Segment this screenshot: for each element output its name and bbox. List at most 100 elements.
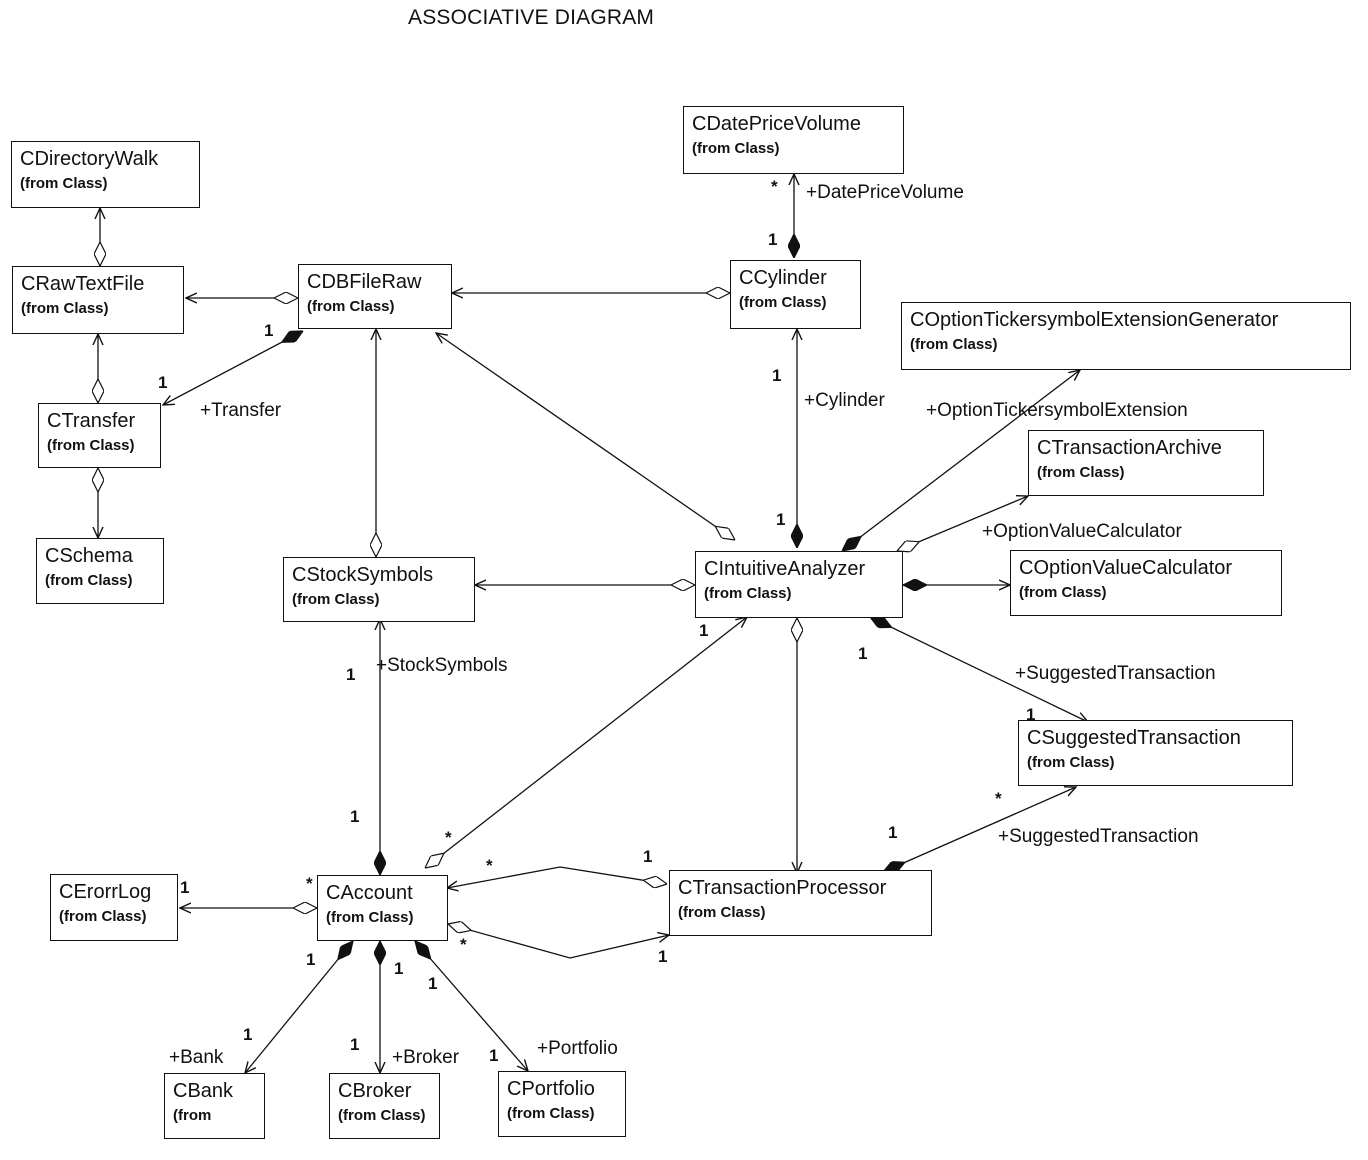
mult-account-tp-many: * [460,935,467,954]
class-stereotype: (from Class) [1037,464,1125,481]
class-name: CErorrLog [59,881,152,903]
role-broker: +Broker [392,1047,460,1068]
mult-intuitive-left-one: 1 [699,621,708,640]
role-suggested-a: +SuggestedTransaction [1015,663,1216,684]
class-cstocksymbols: CStockSymbols (from Class) [283,557,475,622]
mult-account-many-a: * [445,828,452,847]
class-name: COptionValueCalculator [1019,557,1233,579]
class-stereotype: (from Class) [20,175,108,192]
class-ccylinder: CCylinder (from Class) [730,260,861,329]
class-stereotype: (from Class) [1027,754,1115,771]
link-account-transproc [448,924,669,959]
class-name: CDirectoryWalk [20,148,159,170]
class-stereotype: (from Class) [47,437,135,454]
class-name: CIntuitiveAnalyzer [704,558,866,580]
link-intuitive-dbfileraw [436,333,735,540]
link-dbfileraw-transfer [163,331,303,405]
role-transfer: +Transfer [200,400,282,421]
class-csuggestedtransaction: CSuggestedTransaction (from Class) [1018,720,1293,786]
mult-transproc-one-top: 1 [888,823,897,842]
mult-transproc-one-left: 1 [643,847,652,866]
link-transproc-account [447,866,667,888]
class-name: CCylinder [739,267,827,289]
class-cbank: CBank (from [164,1073,265,1139]
class-ctransactionarchive: CTransactionArchive (from Class) [1028,430,1264,496]
mult-account-errorlog-many: * [306,874,313,893]
class-name: CStockSymbols [292,564,434,586]
class-cdatepricevolume: CDatePriceVolume (from Class) [683,106,904,174]
class-cbroker: CBroker (from Class) [329,1073,440,1139]
mult-account-many-b: * [486,856,493,875]
role-cylinder: +Cylinder [804,390,885,411]
mult-account-ss-one: 1 [350,807,359,826]
class-name: CAccount [326,882,413,904]
role-portfolio: +Portfolio [537,1038,618,1059]
role-suggested-b: +SuggestedTransaction [998,826,1199,847]
mult-cylinder-one: 1 [768,230,777,249]
class-cintuitiveanalyzer: CIntuitiveAnalyzer (from Class) [695,551,903,618]
class-caccount: CAccount (from Class) [317,875,448,941]
class-cdirectorywalk: CDirectoryWalk (from Class) [11,141,200,208]
role-bank: +Bank [169,1047,224,1068]
class-cschema: CSchema (from Class) [36,538,164,604]
class-name: CTransactionArchive [1037,437,1222,459]
class-name: COptionTickersymbolExtensionGenerator [910,309,1279,331]
class-stereotype: (from Class) [678,904,766,921]
class-stereotype: (from Class) [1019,584,1107,601]
link-intuitive-transarchive [897,496,1028,551]
class-ctransactionprocessor: CTransactionProcessor (from Class) [669,870,932,936]
class-coptiontickersymbolextensiongenerator: COptionTickersymbolExtensionGenerator (f… [901,302,1351,370]
class-name: CSuggestedTransaction [1027,727,1241,749]
class-name: CRawTextFile [21,273,145,295]
mult-portfolio-one: 1 [489,1046,498,1065]
class-stereotype: (from Class) [59,908,147,925]
mult-transfer-one: 1 [158,373,167,392]
class-cportfolio: CPortfolio (from Class) [498,1071,626,1137]
link-account-intuitive [425,617,747,868]
link-intuitive-suggested [870,617,1088,722]
class-cdbfileraw: CDBFileRaw (from Class) [298,264,452,329]
class-stereotype: (from Class) [692,140,780,157]
mult-cylinder-end-one: 1 [772,366,781,385]
class-crawtextfile: CRawTextFile (from Class) [12,266,184,334]
class-name: CDBFileRaw [307,271,422,293]
class-stereotype: (from Class) [910,336,998,353]
mult-broker-one: 1 [350,1035,359,1054]
mult-intuitive-cyl-one: 1 [776,510,785,529]
mult-intuitive-bottom-one: 1 [858,644,867,663]
role-datepricevolume: +DatePriceVolume [806,182,964,203]
class-name: CPortfolio [507,1078,595,1100]
class-stereotype: (from Class) [704,585,792,602]
class-stereotype: (from Class) [326,909,414,926]
mult-account-broker-one: 1 [394,959,403,978]
mult-transproc-one-bottom: 1 [658,947,667,966]
class-name: CDatePriceVolume [692,113,861,135]
class-stereotype: (from Class) [338,1107,426,1124]
class-stereotype: (from Class) [45,572,133,589]
mult-suggested-one: 1 [1026,705,1035,724]
diagram-title: ASSOCIATIVE DIAGRAM [408,6,655,29]
link-transproc-suggested [883,787,1076,872]
class-stereotype: (from Class) [292,591,380,608]
mult-suggested-many: * [995,789,1002,808]
mult-datepricevolume-many: * [771,177,778,196]
role-optvalue: +OptionValueCalculator [982,521,1182,542]
mult-stocksymbols-one: 1 [346,665,355,684]
class-stereotype: (from Class) [507,1105,595,1122]
mult-account-bank-one: 1 [306,950,315,969]
class-stereotype: (from Class) [21,300,109,317]
link-account-portfolio [415,941,528,1071]
class-stereotype: (from Class) [307,298,395,315]
mult-dbfileraw-one: 1 [264,321,273,340]
mult-account-portfolio-one: 1 [428,974,437,993]
class-cerorrlog: CErorrLog (from Class) [50,874,178,941]
link-account-bank [245,941,353,1073]
class-ctransfer: CTransfer (from Class) [38,403,161,468]
role-stocksymbols: +StockSymbols [376,655,507,676]
class-name: CTransactionProcessor [678,877,887,899]
mult-bank-one: 1 [243,1025,252,1044]
class-name: CBank [173,1080,234,1102]
class-name: CTransfer [47,410,136,432]
class-coptionvaluecalculator: COptionValueCalculator (from Class) [1010,550,1282,616]
